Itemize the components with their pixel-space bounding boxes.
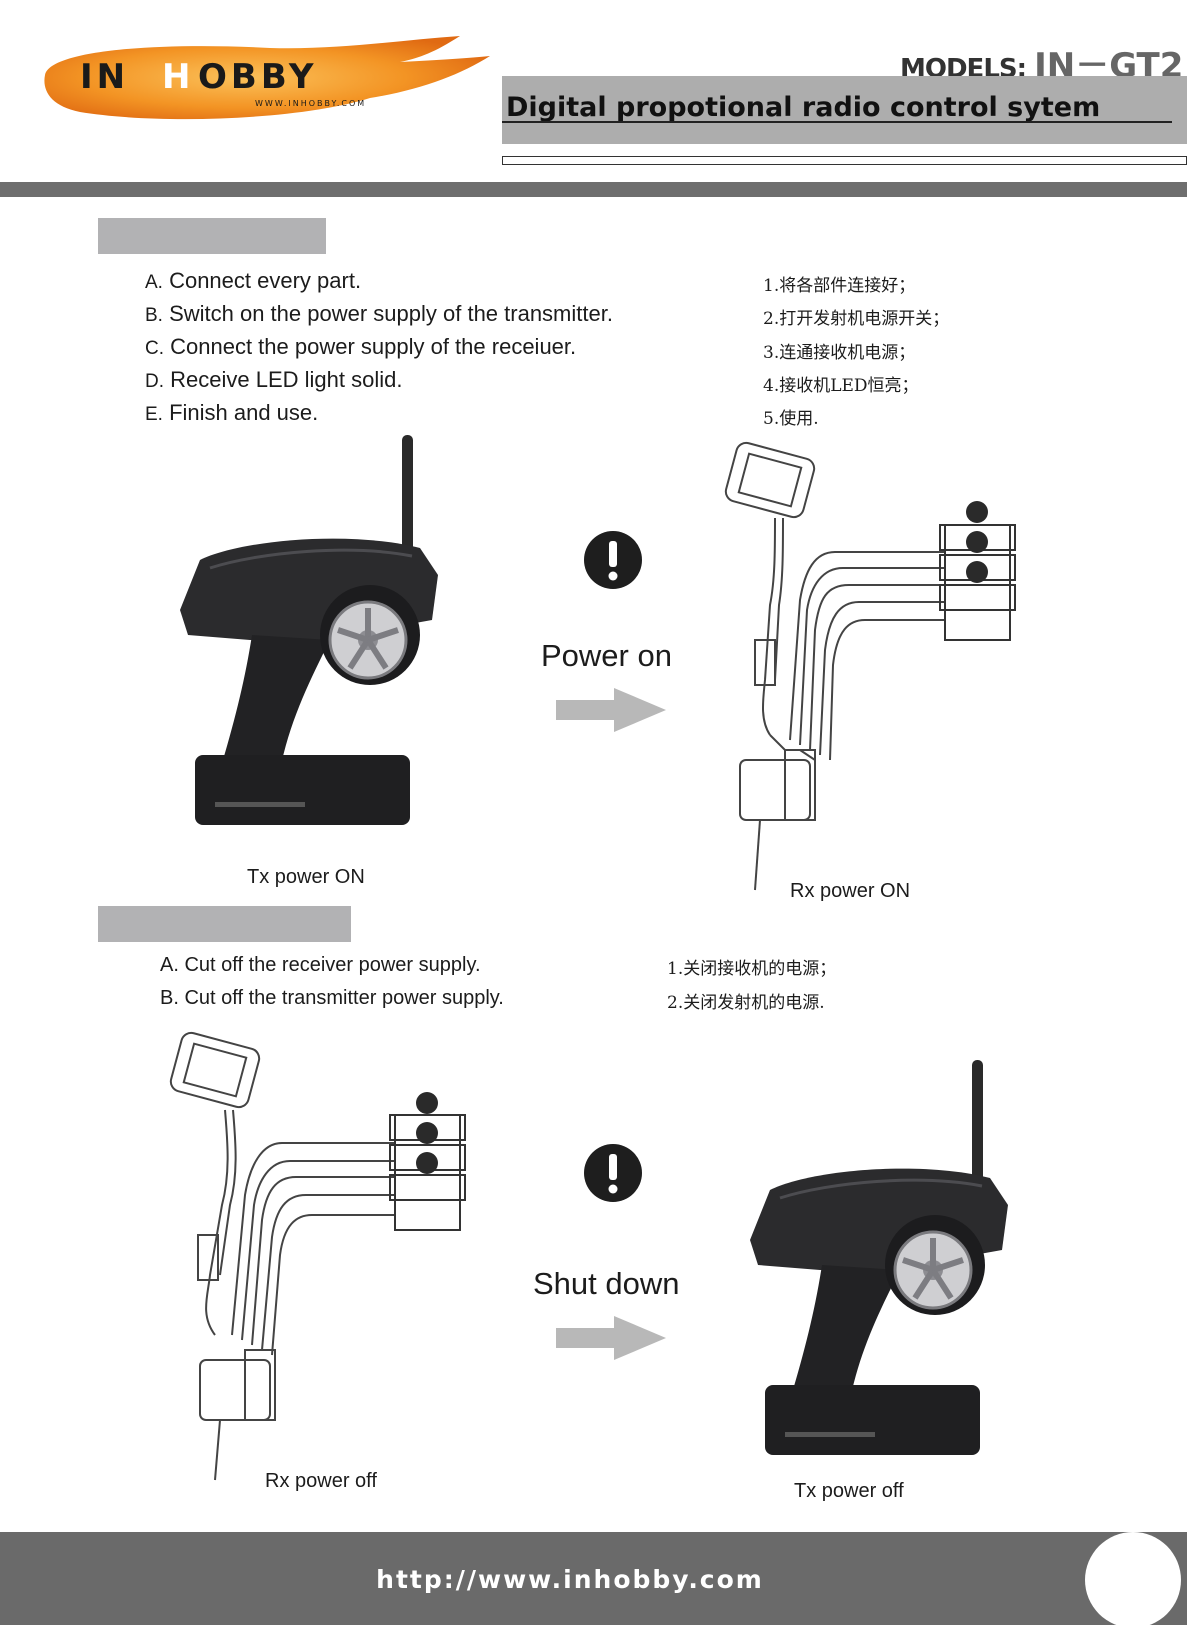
logo-url: WWW.INHOBBY.COM	[255, 99, 366, 108]
tx-caption-off: Tx power off	[794, 1480, 904, 1502]
alert-icon	[584, 531, 642, 589]
shut-down-step-cn-2: 2.关闭发射机的电源.	[667, 993, 825, 1013]
tx-caption-on: Tx power ON	[247, 866, 365, 888]
alert-icon	[584, 1144, 642, 1202]
power-on-step-a: A. Connect every part.	[145, 268, 362, 293]
svg-text:IN: IN	[80, 57, 129, 97]
transmitter-image-off	[750, 1060, 1008, 1455]
page-title: Digital propotional radio control sytem	[506, 92, 1101, 123]
header-rule	[0, 182, 1187, 197]
power-on-label: Power on	[541, 638, 672, 673]
title-frame	[502, 156, 1187, 165]
arrow-right-icon	[556, 688, 666, 732]
inhobby-logo: IN H OBBY WWW.INHOBBY.COM	[44, 36, 490, 120]
power-on-step-cn-5: 5.使用.	[763, 409, 819, 429]
shut-down-step-a: A. Cut off the receiver power supply.	[160, 954, 481, 976]
shut-down-step-cn-1: 1.关闭接收机的电源；	[667, 959, 837, 979]
rx-caption-off: Rx power off	[265, 1470, 377, 1492]
svg-text:H: H	[162, 57, 194, 97]
section-label-shut-down	[98, 906, 351, 942]
footer-bar	[0, 1532, 1187, 1625]
rx-caption-on: Rx power ON	[790, 880, 911, 902]
arrow-right-icon	[556, 1316, 666, 1360]
title-bar	[502, 76, 1187, 144]
power-on-step-c: C. Connect the power supply of the recei…	[145, 334, 577, 359]
section-label-power-on	[98, 218, 326, 254]
transmitter-image-on	[180, 435, 438, 825]
title-underline	[502, 121, 1172, 123]
power-on-step-cn-3: 3.连通接收机电源；	[763, 343, 916, 363]
power-on-step-d: D. Receive LED light solid.	[145, 367, 403, 392]
power-on-step-cn-4: 4.接收机LED恒亮；	[763, 376, 919, 396]
page-number-circle	[1085, 1532, 1181, 1628]
power-on-step-b: B. Switch on the power supply of the tra…	[145, 301, 613, 326]
power-on-step-cn-2: 2.打开发射机电源开关；	[763, 309, 950, 329]
receiver-set-image-off	[169, 1031, 466, 1481]
receiver-set-image-on	[724, 441, 1016, 891]
svg-text:OBBY: OBBY	[198, 57, 318, 97]
power-on-step-e: E. Finish and use.	[145, 400, 319, 425]
shut-down-step-b: B. Cut off the transmitter power supply.	[160, 987, 504, 1009]
footer-url[interactable]: http://www.inhobby.com	[376, 1565, 764, 1594]
power-on-step-cn-1: 1.将各部件连接好；	[763, 276, 916, 296]
shut-down-label: Shut down	[533, 1266, 680, 1301]
